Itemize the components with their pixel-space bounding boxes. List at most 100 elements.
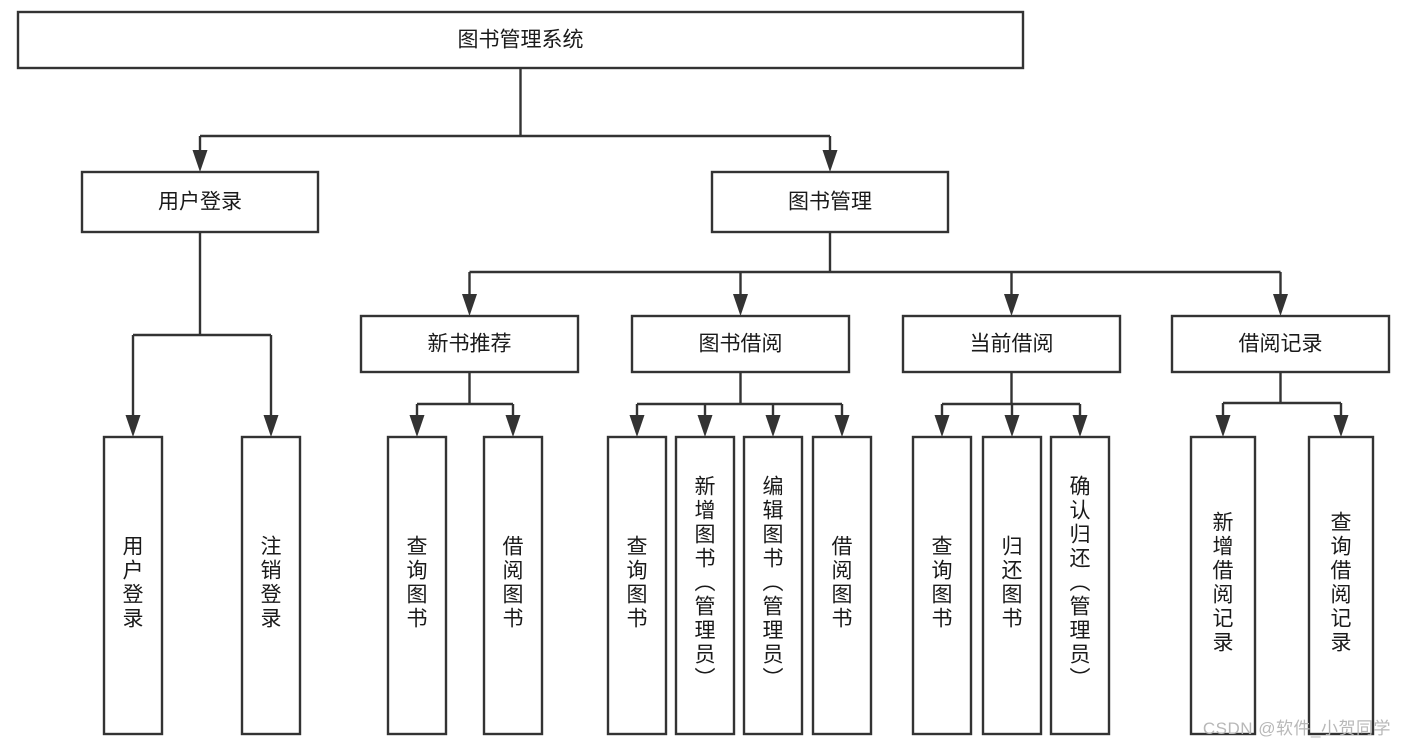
node-current-borrow[interactable]: 当前借阅	[901, 314, 1122, 374]
svg-text:询: 询	[1331, 536, 1352, 559]
node-borrow-book-2-shape[interactable]	[811, 435, 873, 736]
svg-text:图: 图	[932, 584, 953, 607]
node-root-shape[interactable]	[16, 10, 1025, 70]
svg-text:认: 认	[1070, 500, 1091, 523]
node-user-login-do[interactable]: 用户登录	[102, 435, 164, 736]
node-user-logout-shape[interactable]	[240, 435, 302, 736]
svg-text:图: 图	[695, 524, 716, 547]
svg-text:员: 员	[763, 644, 784, 667]
node-user-login-label: 用户登录	[158, 191, 242, 214]
svg-text:︶: ︶	[695, 668, 716, 691]
branch-book-borrow-arrow-1-head	[697, 415, 713, 437]
branch-current-borrow-arrow-0-head	[934, 415, 950, 437]
node-new-book-recommend-shape[interactable]	[359, 314, 580, 374]
svg-text:管: 管	[695, 596, 716, 619]
svg-text:阅: 阅	[1331, 584, 1352, 607]
svg-text:图: 图	[627, 584, 648, 607]
node-query-book-2-shape[interactable]	[606, 435, 668, 736]
svg-text:书: 书	[832, 608, 853, 631]
svg-text:书: 书	[695, 548, 716, 571]
svg-text:增: 增	[1213, 536, 1234, 559]
branch-borrow-record-arrow-0-head	[1215, 415, 1231, 437]
svg-text:户: 户	[123, 560, 144, 583]
svg-text:阅: 阅	[832, 560, 853, 583]
svg-text:查: 查	[1331, 512, 1352, 535]
branch-user-login-arrow-0-head	[125, 415, 141, 437]
svg-text:录: 录	[261, 608, 282, 631]
node-book-borrow-shape[interactable]	[630, 314, 851, 374]
svg-text:登: 登	[123, 584, 144, 607]
svg-text:图: 图	[503, 584, 524, 607]
svg-text:理: 理	[1070, 620, 1091, 643]
node-book-management-shape[interactable]	[710, 170, 950, 234]
svg-text:理: 理	[695, 620, 716, 643]
branch-book-borrow-arrow-3-head	[834, 415, 850, 437]
branch-new-book-recommend-arrow-1-head	[505, 415, 521, 437]
node-confirm-return-admin-shape[interactable]	[1049, 435, 1111, 736]
svg-text:新: 新	[695, 476, 716, 499]
node-new-book-recommend-label: 新书推荐	[428, 333, 512, 356]
node-book-borrow[interactable]: 图书借阅	[630, 314, 851, 374]
root-arrow-1-head	[822, 150, 838, 172]
node-root[interactable]: 图书管理系统	[16, 10, 1025, 70]
node-borrow-record-shape[interactable]	[1170, 314, 1391, 374]
branch-book-management-arrow-2-head	[1004, 294, 1019, 316]
svg-text:录: 录	[123, 608, 144, 631]
svg-text:查: 查	[932, 536, 953, 559]
svg-text:管: 管	[1070, 596, 1091, 619]
branch-user-login-arrow-1-head	[263, 415, 279, 437]
svg-text:借: 借	[1331, 560, 1352, 583]
svg-text:登: 登	[261, 584, 282, 607]
node-user-login-do-shape[interactable]	[102, 435, 164, 736]
node-root-label: 图书管理系统	[458, 29, 584, 52]
node-current-borrow-label: 当前借阅	[970, 333, 1054, 356]
watermark-label: CSDN @软件_小贺同学	[1202, 719, 1391, 738]
svg-text:借: 借	[503, 536, 524, 559]
node-add-borrow-record-shape[interactable]	[1189, 435, 1257, 736]
node-borrow-book-1-shape[interactable]	[482, 435, 544, 736]
node-current-borrow-shape[interactable]	[901, 314, 1122, 374]
svg-text:编: 编	[763, 476, 784, 499]
svg-text:注: 注	[261, 536, 282, 559]
svg-text:录: 录	[1213, 632, 1234, 655]
svg-text:查: 查	[627, 536, 648, 559]
svg-text:书: 书	[407, 608, 428, 631]
branch-borrow-record-arrow-1-head	[1333, 415, 1349, 437]
node-query-borrow-record-shape[interactable]	[1307, 435, 1375, 736]
node-book-management[interactable]: 图书管理	[710, 170, 950, 234]
node-query-book-3-shape[interactable]	[911, 435, 973, 736]
node-return-book-shape[interactable]	[981, 435, 1043, 736]
svg-text:︵: ︵	[763, 572, 784, 595]
svg-text:︵: ︵	[695, 572, 716, 595]
svg-text:录: 录	[1331, 632, 1352, 655]
node-query-book-1-shape[interactable]	[386, 435, 448, 736]
branch-book-borrow-arrow-0-head	[629, 415, 645, 437]
node-user-login[interactable]: 用户登录	[80, 170, 320, 234]
svg-text:︶: ︶	[1070, 668, 1091, 691]
node-add-book-admin-shape[interactable]	[674, 435, 736, 736]
branch-current-borrow-arrow-2-head	[1072, 415, 1088, 437]
node-new-book-recommend[interactable]: 新书推荐	[359, 314, 580, 374]
node-edit-book-admin-shape[interactable]	[742, 435, 804, 736]
node-borrow-record[interactable]: 借阅记录	[1170, 314, 1391, 374]
svg-text:员: 员	[695, 644, 716, 667]
